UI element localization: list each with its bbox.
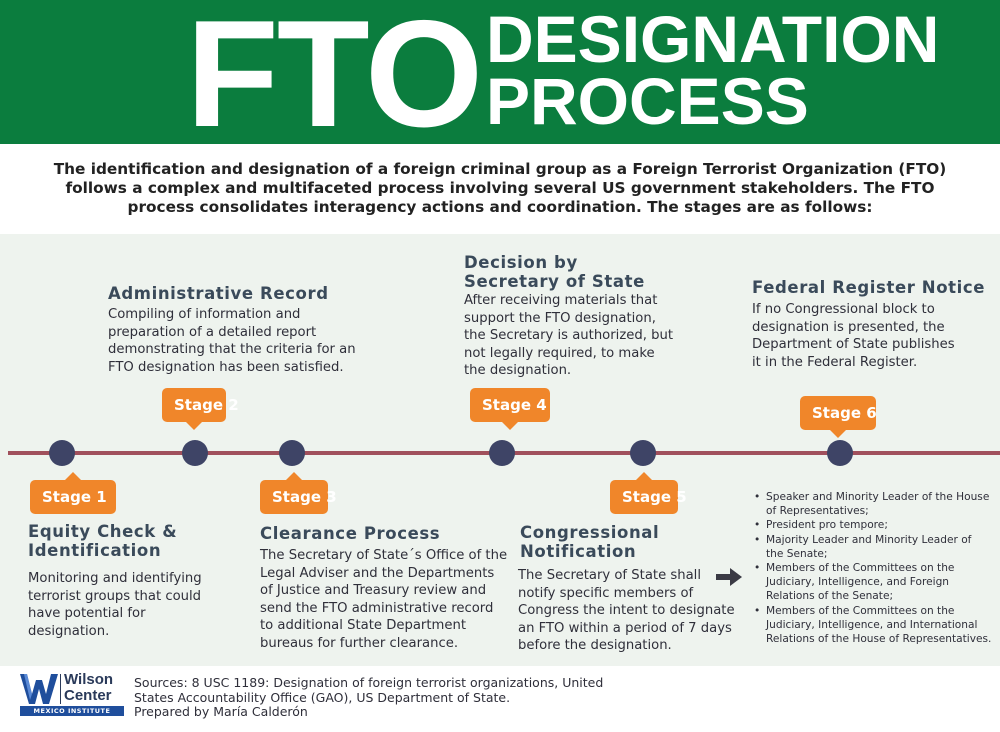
list-item-line: Relations of the House of Representative… (766, 633, 992, 646)
stage-3-badge: Stage 3 (260, 472, 337, 514)
stage-2-badge: Stage 2 (162, 388, 239, 430)
stage-2-line-1: Compiling of information and (108, 307, 301, 322)
stage-6-line-3: Department of State publishes (752, 337, 955, 352)
stage-6-badge: Stage 6 (800, 396, 877, 438)
stage-1-title-line-1: Equity Check & (28, 522, 178, 541)
stage-3-title: Clearance Process (260, 524, 441, 543)
logo-line-2: Center (64, 687, 112, 704)
stage-4-badge: Stage 4 (470, 388, 550, 430)
intro-text: The identification and designation of a … (53, 160, 947, 216)
wilson-center-logo: Wilson Center MEXICO INSTITUTE (20, 672, 126, 718)
list-item: Speaker and Minority Leader of the House… (752, 490, 994, 518)
title-designation-process: DESIGNATION PROCESS (486, 2, 940, 138)
logo-text: Wilson Center (64, 672, 113, 704)
list-item-line: Majority Leader and Minority Leader of (766, 533, 972, 546)
stage-4-title: Decision by Secretary of State (464, 253, 645, 291)
timeline-dot-stage-4 (489, 440, 515, 466)
stage-5-title-line-1: Congressional (520, 523, 660, 542)
stage-2-line-3: demonstrating that the criteria for an (108, 342, 356, 357)
stage-6-title: Federal Register Notice (752, 278, 986, 297)
sources-text: Sources: 8 USC 1189: Designation of fore… (134, 675, 654, 720)
stage-1-line-2: terrorist groups that could (28, 588, 202, 604)
stage-5-title: Congressional Notification (520, 523, 659, 561)
stage-3-line-2: Legal Adviser and the Departments (260, 565, 495, 581)
stage-2-line-2: preparation of a detailed report (108, 324, 317, 340)
logo-subtitle: MEXICO INSTITUTE (20, 706, 124, 716)
timeline-dot-stage-1 (49, 440, 75, 466)
stage-6-line-4: it in the Federal Register. (752, 354, 918, 370)
stage-1-line-3: have potential for (28, 606, 146, 621)
arrow-right-icon (716, 568, 742, 586)
stage-5-line-1: The Secretary of State shall (518, 568, 702, 583)
stage-4-description: After receiving materials that support t… (464, 292, 673, 380)
stage-4-line-1: After receiving materials that (464, 293, 658, 308)
list-item-line: Members of the Committees on the (766, 562, 955, 575)
stage-4-title-line-2: Secretary of State (464, 272, 645, 291)
stage-6-line-1: If no Congressional block to (752, 302, 935, 317)
logo-line-1: Wilson (64, 671, 114, 688)
list-item-line: the Senate; (766, 547, 828, 560)
stage-3-line-1: The Secretary of State´s Office of the (260, 548, 508, 563)
stage-4-title-line-1: Decision by (464, 253, 578, 272)
title-banner: FTO DESIGNATION PROCESS (0, 0, 1000, 159)
stage-6-description: If no Congressional block to designation… (752, 301, 955, 371)
timeline-dot-stage-5 (630, 440, 656, 466)
stage-3-line-6: bureaus for further clearance. (260, 635, 459, 651)
stage-3-line-3: of Justice and Treasury review and (260, 583, 487, 598)
stage-1-line-1: Monitoring and identifying (28, 571, 202, 586)
stage-5-line-5: before the designation. (518, 638, 672, 653)
timeline-dot-stage-2 (182, 440, 208, 466)
stage-5-badge: Stage 5 (610, 472, 687, 514)
list-item: Members of the Committees on the Judicia… (752, 561, 994, 604)
stage-1-badge: Stage 1 (30, 472, 116, 514)
list-item-line: of Representatives; (766, 505, 869, 518)
title-line-2: PROCESS (486, 64, 809, 138)
list-item-line: Relations of the Senate; (766, 590, 894, 603)
list-item-line: Judiciary, Intelligence, and Internation… (766, 618, 978, 631)
stage-1-line-4: designation. (28, 623, 110, 639)
list-item: Majority Leader and Minority Leader of t… (752, 533, 994, 561)
stage-6-line-2: designation is presented, the (752, 319, 945, 335)
stage-5-title-line-2: Notification (520, 542, 637, 561)
list-item-line: President pro tempore; (766, 519, 888, 532)
stage-5-line-3: Congress the intent to designate (518, 603, 735, 618)
stage-2-description: Compiling of information and preparation… (108, 306, 356, 376)
stage-4-line-5: the designation. (464, 363, 572, 378)
stage-1-title: Equity Check & Identification (28, 522, 177, 560)
wilson-w-icon (20, 674, 58, 704)
stage-3-description: The Secretary of State´s Office of the L… (260, 547, 507, 652)
sources-line-2: States Accountability Office (GAO), US D… (134, 689, 511, 705)
list-item-line: Speaker and Minority Leader of the House (766, 491, 990, 503)
list-item: Members of the Committees on the Judicia… (752, 604, 994, 647)
sources-line-1: Sources: 8 USC 1189: Designation of fore… (134, 675, 604, 690)
stage-5-line-2: notify specific members of (518, 585, 694, 601)
stage-3-line-4: send the FTO administrative record (260, 600, 494, 616)
stage-4-line-4: not legally required, to make (464, 345, 655, 361)
stage-4-line-3: the Secretary is authorized, but (464, 328, 674, 343)
list-item-line: Members of the Committees on the (766, 604, 955, 617)
title-fto: FTO (186, 0, 483, 159)
title-line-1: DESIGNATION (486, 2, 940, 76)
stage-5-line-4: an FTO within a period of 7 days (518, 620, 732, 636)
timeline-dot-stage-6 (827, 440, 853, 466)
stage-5-description: The Secretary of State shall notify spec… (518, 567, 735, 655)
stage-3-line-5: to additional State Department (260, 618, 467, 633)
list-item-line: Judiciary, Intelligence, and Foreign (766, 576, 950, 589)
sources-line-3: Prepared by María Calderón (134, 704, 308, 719)
stage-1-title-line-2: Identification (28, 541, 162, 560)
list-item: President pro tempore; (752, 518, 994, 532)
congress-members-list: Speaker and Minority Leader of the House… (752, 490, 994, 646)
stage-1-description: Monitoring and identifying terrorist gro… (28, 570, 202, 640)
timeline-dot-stage-3 (279, 440, 305, 466)
logo-divider (60, 674, 61, 704)
stage-4-line-2: support the FTO designation, (464, 310, 656, 326)
stage-2-title: Administrative Record (108, 284, 329, 303)
stage-2-line-4: FTO designation has been satisfied. (108, 359, 344, 375)
